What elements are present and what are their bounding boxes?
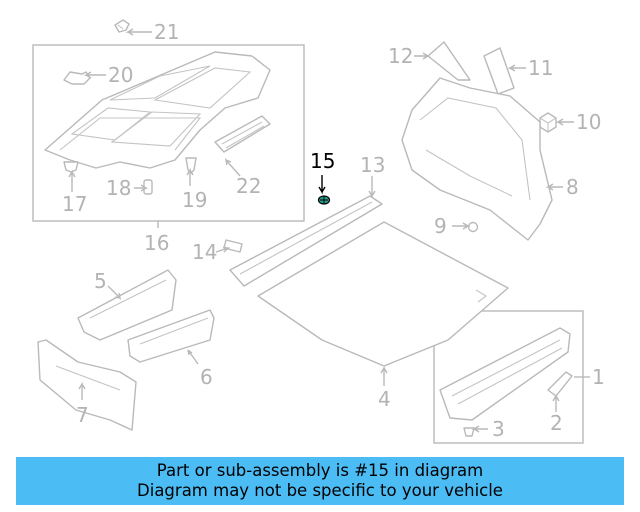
- part-16-rear-shelf[interactable]: [44, 51, 271, 169]
- part-9-screw[interactable]: [467, 221, 479, 233]
- part-3-clip[interactable]: [463, 427, 475, 437]
- callout-11[interactable]: 11: [528, 56, 553, 80]
- callout-21[interactable]: 21: [154, 20, 179, 44]
- part-20-bracket[interactable]: [63, 71, 91, 85]
- callout-5[interactable]: 5: [94, 269, 107, 293]
- part-22-trim-strip[interactable]: [214, 115, 271, 153]
- callout-18[interactable]: 18: [106, 176, 131, 200]
- part-11-panel[interactable]: [483, 47, 515, 95]
- callout-4[interactable]: 4: [378, 387, 391, 411]
- part-4-trunk-floor[interactable]: [257, 221, 509, 367]
- part-1-scuff-plate[interactable]: [439, 327, 571, 421]
- callout-6[interactable]: 6: [200, 365, 213, 389]
- callout-19[interactable]: 19: [182, 188, 207, 212]
- callout-3[interactable]: 3: [492, 417, 505, 441]
- part-17-clip[interactable]: [63, 161, 79, 173]
- part-21-clip[interactable]: [114, 19, 130, 33]
- part-10-cap[interactable]: [539, 112, 557, 133]
- callout-20[interactable]: 20: [108, 63, 133, 87]
- callout-8[interactable]: 8: [566, 175, 579, 199]
- callout-9[interactable]: 9: [434, 214, 447, 238]
- callout-14[interactable]: 14: [192, 240, 217, 264]
- part-6-bracket[interactable]: [127, 309, 215, 363]
- callout-numbers: 21 20 17 18 19 22 16 12 11 10 8 9 13 15 …: [62, 20, 605, 441]
- part-7-panel[interactable]: [37, 339, 137, 431]
- callout-12[interactable]: 12: [388, 44, 413, 68]
- part-19-clip[interactable]: [185, 157, 197, 174]
- callout-15[interactable]: 15: [310, 149, 335, 173]
- part-8-side-trim[interactable]: [401, 77, 553, 241]
- part-2-clip[interactable]: [547, 371, 573, 397]
- callout-10[interactable]: 10: [576, 110, 601, 134]
- callout-13[interactable]: 13: [360, 153, 385, 177]
- callout-7[interactable]: 7: [76, 403, 89, 427]
- callout-1[interactable]: 1: [592, 365, 605, 389]
- callout-16[interactable]: 16: [144, 231, 169, 255]
- part-12-cover[interactable]: [427, 41, 471, 81]
- group-box-16: [32, 44, 305, 222]
- leader-lines: [68, 28, 590, 433]
- info-banner: Part or sub-assembly is #15 in diagram D…: [16, 457, 624, 505]
- callout-2[interactable]: 2: [550, 411, 563, 435]
- part-5-bracket[interactable]: [77, 269, 177, 341]
- banner-line-part: Part or sub-assembly is #15 in diagram: [156, 461, 484, 480]
- part-13-sill-trim[interactable]: [229, 195, 383, 287]
- part-14-clip[interactable]: [223, 239, 243, 253]
- part-15-screw[interactable]: [317, 195, 331, 205]
- callout-17[interactable]: 17: [62, 192, 87, 216]
- banner-line-disclaimer: Diagram may not be specific to your vehi…: [137, 481, 503, 500]
- callout-22[interactable]: 22: [236, 174, 261, 198]
